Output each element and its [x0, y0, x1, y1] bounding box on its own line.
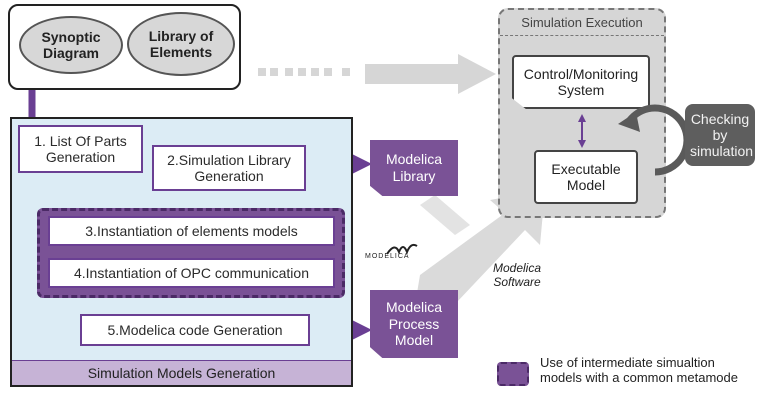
step-simulation-library: 2.Simulation Library Generation	[152, 145, 306, 191]
control-monitoring-system-box: Control/Monitoring System	[512, 55, 650, 109]
modelica-software-label: Modelica Software	[492, 261, 542, 289]
modelica-process-model-box: Modelica Process Model	[370, 290, 458, 358]
step-instantiation-opc: 4.Instantiation of OPC communication	[48, 258, 335, 288]
checking-by-simulation-badge: Checking by simulation	[685, 104, 755, 166]
library-to-execution-arrow	[420, 195, 470, 235]
checking-by-simulation-label: Checking by simulation	[690, 110, 754, 160]
simulation-models-generation-label: Simulation Models Generation	[87, 365, 276, 381]
executable-model-box: Executable Model	[534, 150, 638, 204]
control-monitoring-label: Control/Monitoring System	[523, 65, 639, 98]
modelica-library-label: Modelica Library	[385, 151, 443, 184]
synoptic-diagram-label: Synoptic Diagram	[41, 28, 101, 61]
synoptic-diagram-node: Synoptic Diagram	[19, 16, 123, 74]
step-5-label: 5.Modelica code Generation	[107, 321, 283, 338]
modelica-logo: MODELICA	[365, 240, 435, 266]
modelica-software-arrow	[415, 190, 545, 320]
step-modelica-code: 5.Modelica code Generation	[80, 314, 310, 346]
library-of-elements-label: Library of Elements	[148, 27, 214, 60]
step-2-label: 2.Simulation Library Generation	[167, 151, 291, 184]
modelica-process-model-label: Modelica Process Model	[385, 298, 443, 349]
legend-swatch	[497, 362, 529, 386]
step-4-label: 4.Instantiation of OPC communication	[73, 264, 309, 281]
executable-model-label: Executable Model	[551, 160, 621, 193]
simulation-models-generation-footer: Simulation Models Generation	[12, 360, 351, 385]
step-list-of-parts: 1. List Of Parts Generation	[18, 125, 143, 173]
library-of-elements-node: Library of Elements	[127, 12, 235, 76]
step-3-label: 3.Instantiation of elements models	[85, 222, 298, 239]
dashed-flow-arrow	[258, 54, 496, 94]
step-instantiation-elements: 3.Instantiation of elements models	[48, 216, 335, 246]
step-1-label: 1. List Of Parts Generation	[34, 132, 127, 165]
simulation-execution-title: Simulation Execution	[500, 10, 664, 36]
modelica-library-box: Modelica Library	[370, 140, 458, 196]
legend-text: Use of intermediate simualtion models wi…	[540, 355, 738, 385]
modelica-logo-text: MODELICA	[365, 253, 410, 260]
